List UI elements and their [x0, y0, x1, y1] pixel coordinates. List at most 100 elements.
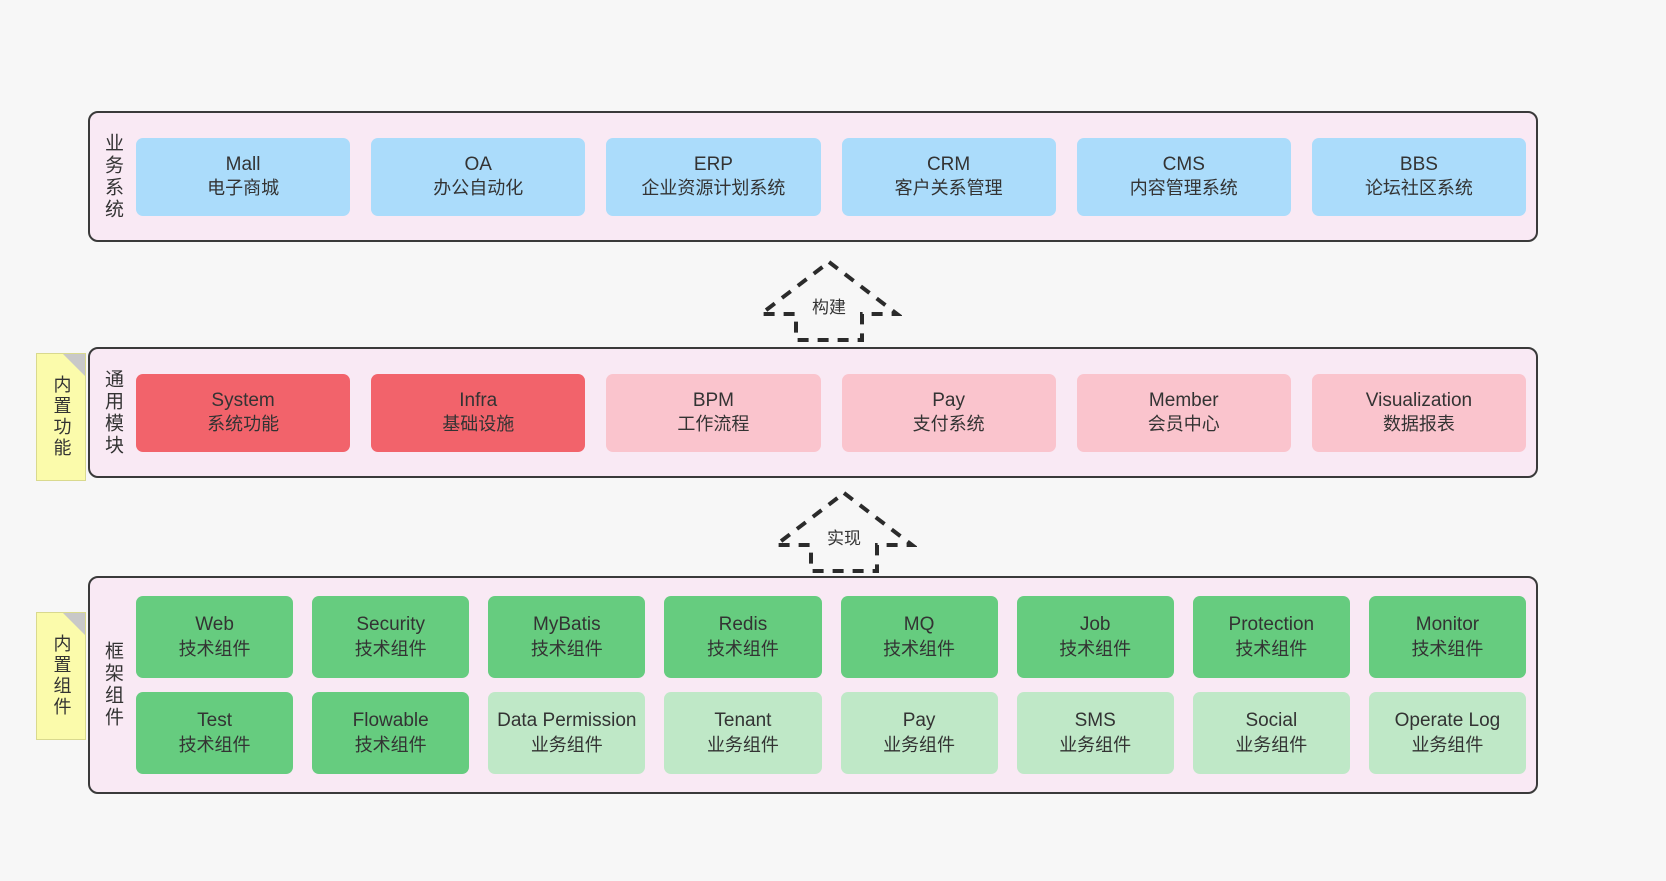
node-data-permission[interactable]: Data Permission 业务组件	[488, 692, 646, 774]
layer-title-business: 业务系统	[101, 132, 123, 221]
node-pay-module[interactable]: Pay 支付系统	[841, 373, 1056, 452]
layer-common-modules: 通用模块 System 系统功能 Infra 基础设施 BPM 工作流程 Pay…	[88, 347, 1538, 478]
node-flowable[interactable]: Flowable 技术组件	[312, 692, 470, 774]
node-label-en: Pay	[902, 710, 936, 732]
node-protection[interactable]: Protection 技术组件	[1192, 596, 1350, 678]
node-label-en: Test	[197, 710, 232, 732]
node-label-en: Web	[195, 614, 234, 636]
node-label-en: Flowable	[352, 710, 429, 732]
node-label-en: CMS	[1162, 153, 1205, 175]
layer-title-common: 通用模块	[101, 368, 123, 457]
node-label-cn: 业务组件	[1059, 734, 1132, 755]
arrow-up-dashed-icon	[756, 259, 902, 342]
node-label-en: Security	[356, 614, 425, 636]
node-visualization[interactable]: Visualization 数据报表	[1311, 373, 1527, 452]
framework-row-tech: Web 技术组件 Security 技术组件 MyBatis 技术组件 Redi…	[136, 596, 1526, 678]
node-label-en: Monitor	[1415, 614, 1480, 636]
arrow-implement: 实现	[771, 489, 917, 575]
node-label-en: Redis	[718, 614, 768, 636]
node-label-cn: 企业资源计划系统	[641, 178, 786, 199]
node-label-cn: 技术组件	[1059, 638, 1132, 659]
node-member[interactable]: Member 会员中心	[1076, 373, 1291, 452]
node-bpm[interactable]: BPM 工作流程	[606, 373, 821, 452]
node-label-cn: 技术组件	[883, 638, 956, 659]
arrow-build: 构建	[756, 258, 902, 344]
node-label-cn: 客户关系管理	[894, 178, 1003, 199]
node-tenant[interactable]: Tenant 业务组件	[664, 692, 822, 774]
node-label-en: Operate Log	[1394, 710, 1501, 732]
node-label-cn: 内容管理系统	[1129, 178, 1238, 199]
node-label-cn: 技术组件	[354, 638, 427, 659]
framework-row-business: Test 技术组件 Flowable 技术组件 Data Permission …	[136, 692, 1526, 774]
node-pay-component[interactable]: Pay 业务组件	[840, 692, 998, 774]
node-label-en: SMS	[1074, 710, 1116, 732]
node-label-cn: 技术组件	[178, 638, 251, 659]
node-label-cn: 业务组件	[530, 734, 603, 755]
layer-body-business: Mall 电子商城 OA 办公自动化 ERP 企业资源计划系统 CRM 客户关系…	[134, 113, 1536, 240]
layer-business-systems: 业务系统 Mall 电子商城 OA 办公自动化 ERP 企业资源计划系统 CRM…	[88, 111, 1538, 242]
node-label-en: System	[211, 389, 275, 411]
layer-title-framework: 框架组件	[101, 641, 123, 729]
node-label-en: Pay	[932, 389, 965, 411]
node-label-en: BPM	[692, 389, 735, 411]
arrow-implement-label: 实现	[827, 529, 861, 548]
node-label-en: OA	[464, 153, 492, 175]
node-label-en: Protection	[1228, 614, 1315, 636]
node-security[interactable]: Security 技术组件	[312, 596, 470, 678]
node-label-en: BBS	[1399, 153, 1438, 175]
layer-framework-components: 框架组件 Web 技术组件 Security 技术组件 MyBatis 技术组件…	[88, 576, 1538, 794]
node-erp[interactable]: ERP 企业资源计划系统	[606, 137, 821, 216]
arrow-build-label: 构建	[812, 298, 846, 317]
node-label-en: Mall	[225, 153, 261, 175]
arrow-up-dashed-icon	[771, 490, 917, 573]
node-label-cn: 支付系统	[912, 414, 985, 435]
node-monitor[interactable]: Monitor 技术组件	[1368, 596, 1526, 678]
node-test[interactable]: Test 技术组件	[136, 692, 294, 774]
node-label-en: CRM	[926, 153, 971, 175]
node-system[interactable]: System 系统功能	[136, 373, 351, 452]
node-label-en: Tenant	[714, 710, 772, 732]
node-bbs[interactable]: BBS 论坛社区系统	[1311, 137, 1527, 216]
node-social[interactable]: Social 业务组件	[1192, 692, 1350, 774]
layer-body-framework: Web 技术组件 Security 技术组件 MyBatis 技术组件 Redi…	[134, 578, 1536, 792]
node-infra[interactable]: Infra 基础设施	[371, 373, 586, 452]
node-label-cn: 技术组件	[1411, 638, 1484, 659]
node-label-cn: 论坛社区系统	[1364, 178, 1473, 199]
node-label-en: MQ	[903, 614, 935, 636]
node-label-en: Data Permission	[497, 710, 637, 732]
node-label-cn: 基础设施	[442, 414, 515, 435]
node-label-cn: 业务组件	[706, 734, 779, 755]
node-sms[interactable]: SMS 业务组件	[1016, 692, 1174, 774]
node-redis[interactable]: Redis 技术组件	[664, 596, 822, 678]
node-crm[interactable]: CRM 客户关系管理	[841, 137, 1056, 216]
node-label-cn: 技术组件	[354, 734, 427, 755]
node-label-en: MyBatis	[533, 614, 601, 636]
node-label-en: Member	[1148, 389, 1219, 411]
node-mybatis[interactable]: MyBatis 技术组件	[488, 596, 646, 678]
node-cms[interactable]: CMS 内容管理系统	[1076, 137, 1291, 216]
layer-body-common: System 系统功能 Infra 基础设施 BPM 工作流程 Pay 支付系统…	[134, 349, 1536, 476]
node-label-cn: 工作流程	[677, 414, 750, 435]
node-label-cn: 系统功能	[207, 414, 280, 435]
node-label-cn: 技术组件	[178, 734, 251, 755]
sticky-note-builtin-function: 内置功能	[36, 353, 86, 481]
node-oa[interactable]: OA 办公自动化	[371, 137, 586, 216]
node-label-en: Visualization	[1365, 389, 1473, 411]
node-label-en: Social	[1245, 710, 1298, 732]
node-label-cn: 数据报表	[1382, 414, 1455, 435]
node-label-cn: 技术组件	[706, 638, 779, 659]
node-label-cn: 会员中心	[1147, 414, 1220, 435]
node-job[interactable]: Job 技术组件	[1016, 596, 1174, 678]
sticky-note-label: 内置功能	[51, 375, 72, 459]
node-web[interactable]: Web 技术组件	[136, 596, 294, 678]
node-label-cn: 技术组件	[530, 638, 603, 659]
node-label-cn: 业务组件	[1411, 734, 1484, 755]
node-label-cn: 电子商城	[207, 178, 280, 199]
node-label-en: Infra	[459, 389, 498, 411]
node-mq[interactable]: MQ 技术组件	[840, 596, 998, 678]
node-label-cn: 办公自动化	[433, 178, 524, 199]
node-label-cn: 业务组件	[1235, 734, 1308, 755]
node-mall[interactable]: Mall 电子商城	[136, 137, 351, 216]
node-operate-log[interactable]: Operate Log 业务组件	[1368, 692, 1526, 774]
node-label-cn: 技术组件	[1235, 638, 1308, 659]
